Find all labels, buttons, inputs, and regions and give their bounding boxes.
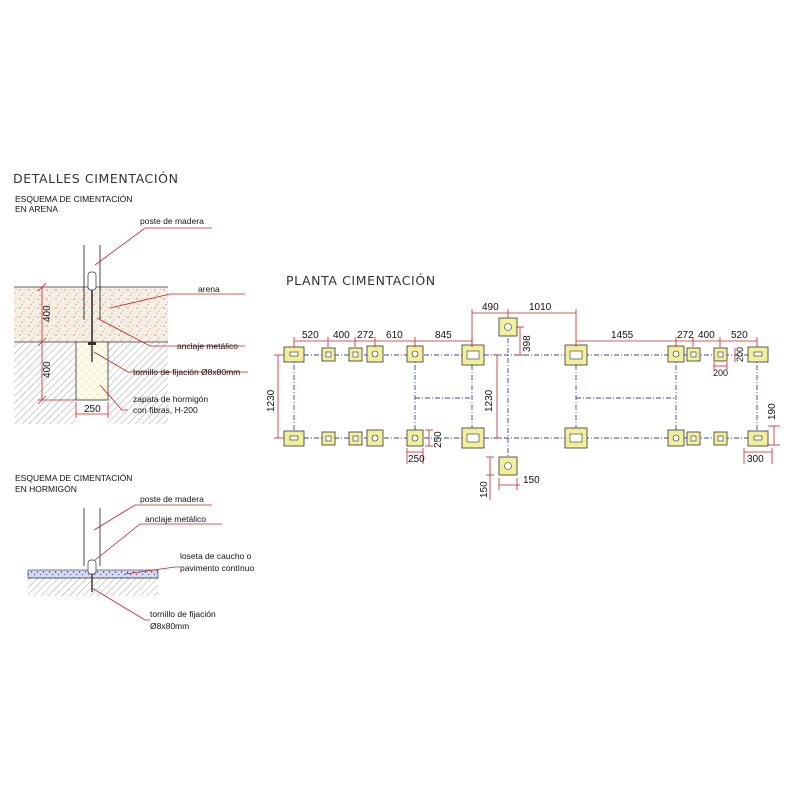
label-poste-arena: poste de madera <box>140 216 204 226</box>
dim-398: 398 <box>522 335 533 352</box>
arena-heading-2: EN ARENA <box>15 204 58 214</box>
arena-heading-1: ESQUEMA DE CIMENTACIÓN <box>15 194 132 204</box>
dim-top-left-1: 400 <box>333 330 350 341</box>
label-loseta-2: pavimento contínuo <box>180 563 254 573</box>
dim-250-h: 250 <box>408 454 425 465</box>
dim-200-v: 200 <box>735 347 745 362</box>
dim-1230-left: 1230 <box>266 389 277 412</box>
dim-490: 490 <box>482 302 499 313</box>
dim-400-top: 400 <box>42 305 53 322</box>
label-tornillo-h-1: tornillo de fijación <box>150 609 216 619</box>
label-zapata-1: zapata de hormigón <box>133 394 208 404</box>
dim-250: 250 <box>84 404 101 415</box>
metal-anchor-h <box>87 559 97 575</box>
label-tornillo-h-2: Ø8x80mm <box>150 621 189 631</box>
dim-1230-mid: 1230 <box>484 389 495 412</box>
dim-400-bottom: 400 <box>42 361 53 378</box>
dim-200-h: 200 <box>713 368 728 378</box>
anchor-plate <box>88 342 96 345</box>
label-arena: arena <box>198 284 220 294</box>
dim-300: 300 <box>747 454 764 465</box>
ground-hatch-left <box>14 342 76 424</box>
dim-top-left-3: 610 <box>386 330 403 341</box>
dim-top-right-1: 400 <box>698 330 715 341</box>
dim-1455: 1455 <box>611 330 634 341</box>
label-tornillo-arena: tornillo de fijación Ø8x80mm <box>133 367 240 377</box>
dim-top-left-4: 845 <box>435 330 452 341</box>
ground-hatch-right <box>108 342 168 424</box>
dim-top-left-0: 520 <box>302 330 319 341</box>
label-poste-hormigon: poste de madera <box>140 494 204 504</box>
dim-150-h: 150 <box>523 475 540 486</box>
dim-190: 190 <box>767 403 778 420</box>
planta-plan: 520 400 272 610 845 490 1010 398 1455 27… <box>266 302 780 500</box>
dim-250-v: 250 <box>433 431 444 448</box>
hormigon-detail: ESQUEMA DE CIMENTACIÓN EN HORMIGÓN poste… <box>15 473 254 631</box>
hormigon-heading-2: EN HORMIGÓN <box>15 484 77 494</box>
metal-anchor <box>87 271 97 291</box>
label-anclaje-arena: anclaje metálico <box>177 341 238 351</box>
dim-top-right-0: 272 <box>677 330 694 341</box>
arena-detail: ESQUEMA DE CIMENTACIÓN EN ARENA 400 400 <box>14 194 248 424</box>
sand-layer <box>14 287 168 342</box>
detalles-title: DETALLES CIMENTACIÓN <box>13 171 179 186</box>
dim-150-v: 150 <box>479 481 490 498</box>
label-anclaje-hormigon: anclaje metálico <box>145 514 206 524</box>
hormigon-heading-1: ESQUEMA DE CIMENTACIÓN <box>15 473 132 483</box>
label-loseta-1: loseta de caucho o <box>180 551 252 561</box>
dim-top-left-2: 272 <box>357 330 374 341</box>
dim-top-right-2: 520 <box>731 330 748 341</box>
concrete-base-hatch <box>28 578 158 596</box>
label-zapata-2: con fibras, H-200 <box>133 405 198 415</box>
dim-1010: 1010 <box>529 302 552 313</box>
planta-title: PLANTA CIMENTACIÓN <box>286 273 436 288</box>
